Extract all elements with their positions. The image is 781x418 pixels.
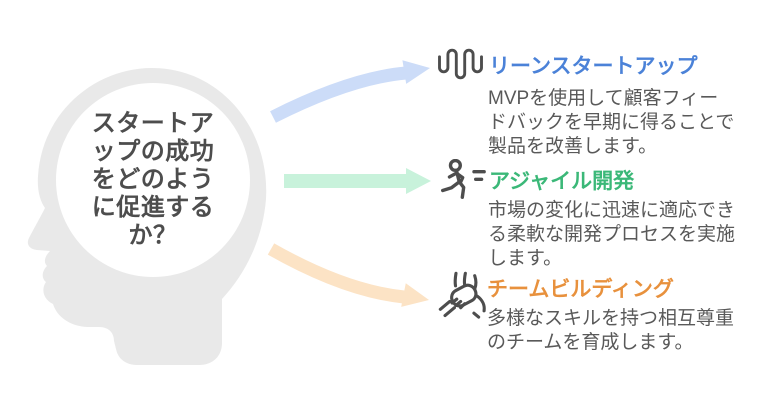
- arrow-team-building: [267, 243, 429, 307]
- branch-description-team-building: 多様なスキルを持つ相互尊重 のチームを育成します。: [487, 308, 735, 353]
- thought-circle: [56, 83, 250, 277]
- branch-title-team-building: チームビルディング: [487, 278, 674, 301]
- branch-description-agile: 市場の変化に迅速に適応でき る柔軟な開発プロセスを実施 します。: [488, 200, 736, 269]
- arrow-agile: [284, 168, 431, 194]
- waveform-icon: [437, 46, 484, 82]
- branch-title-lean-startup: リーンスタートアップ: [489, 55, 698, 78]
- branch-title-agile: アジャイル開発: [489, 170, 635, 193]
- central-question: スタートア ップの成功 をどのよう に促進する か？: [91, 110, 215, 249]
- branch-description-lean-startup: MVPを使用して顧客フィー ドバックを早期に得ることで 製品を改善します。: [488, 88, 735, 157]
- arrow-lean-startup: [270, 60, 430, 123]
- runner-icon: [434, 159, 492, 203]
- hands-together-icon: [436, 271, 490, 321]
